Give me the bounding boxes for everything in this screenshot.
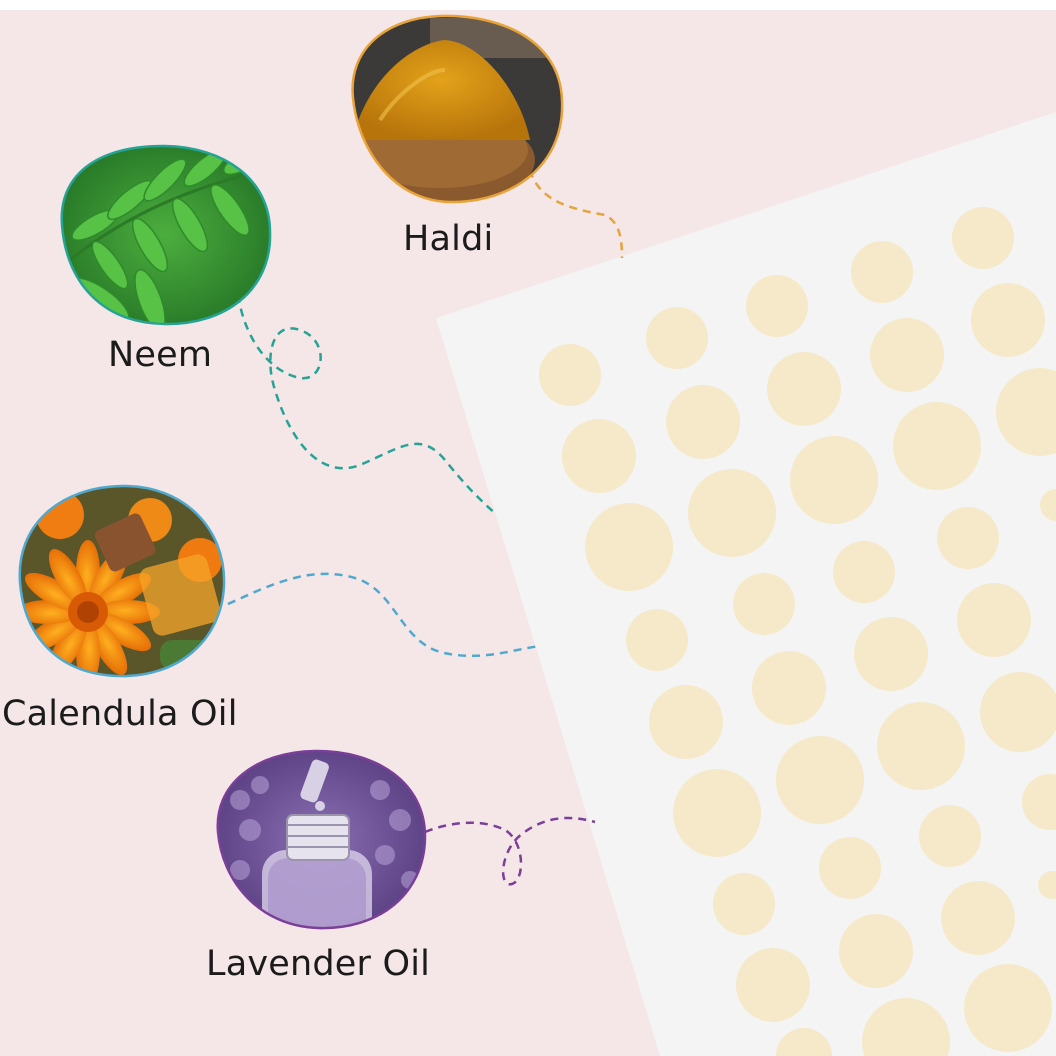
patch [649, 685, 723, 759]
patch [893, 402, 981, 490]
lavender-oil-bottle-icon [217, 750, 426, 929]
patch [673, 769, 761, 857]
neem-leaf-icon [61, 145, 271, 325]
haldi-image-border [351, 14, 564, 204]
neem-image-border [60, 144, 272, 326]
patch [854, 617, 928, 691]
patch [790, 436, 878, 524]
patch [733, 573, 795, 635]
patch [1040, 489, 1056, 521]
turmeric-powder-bowl-icon [352, 15, 563, 203]
patch [952, 207, 1014, 269]
patch [713, 873, 775, 935]
patch [851, 241, 913, 303]
patch [752, 651, 826, 725]
calendula-image-border [18, 484, 226, 678]
patch [736, 948, 810, 1022]
haldi-connector-line [528, 169, 624, 259]
patch [870, 318, 944, 392]
patch [539, 344, 601, 406]
patch [585, 503, 673, 591]
lavender-connector-line [424, 816, 596, 886]
patch [688, 469, 776, 557]
patch [776, 1028, 832, 1056]
patch [646, 307, 708, 369]
patch [833, 541, 895, 603]
patch [819, 837, 881, 899]
patch [666, 385, 740, 459]
patch [877, 702, 965, 790]
patch [626, 609, 688, 671]
patch [862, 998, 950, 1056]
patch [957, 583, 1031, 657]
haldi-label: Haldi [403, 219, 494, 259]
patch [941, 881, 1015, 955]
patch [996, 368, 1056, 456]
patch [971, 283, 1045, 357]
patch [1038, 871, 1056, 899]
calendula-flower-oil-icon [19, 485, 225, 677]
patch [1022, 774, 1056, 830]
patch [776, 736, 864, 824]
patch [767, 352, 841, 426]
patch [964, 964, 1052, 1052]
acne-patches [539, 207, 1056, 1056]
neem-label: Neem [108, 335, 213, 375]
patch [839, 914, 913, 988]
patch [980, 672, 1056, 752]
patch [746, 275, 808, 337]
calendula-oil-label: Calendula Oil [2, 694, 238, 734]
lavender-oil-label: Lavender Oil [206, 944, 431, 984]
patch [937, 507, 999, 569]
patch [562, 419, 636, 493]
lavender-image-border [216, 749, 427, 930]
calendula-connector-line [227, 572, 541, 658]
patch [919, 805, 981, 867]
